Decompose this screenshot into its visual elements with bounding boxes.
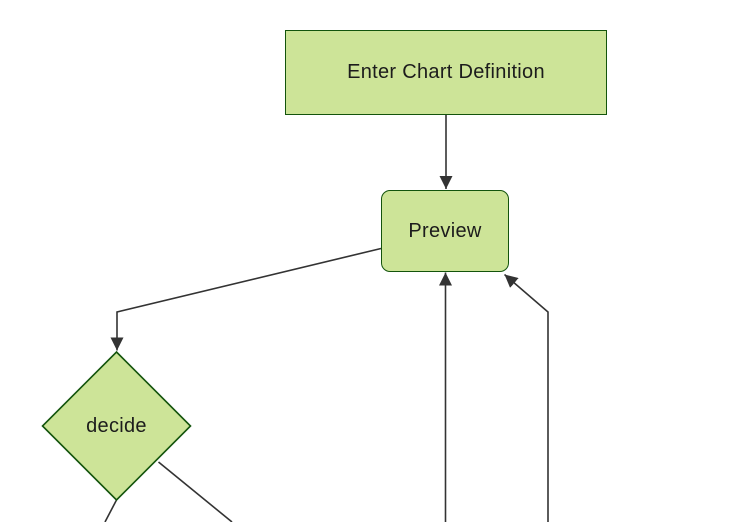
node-decide-label: decide — [86, 414, 147, 437]
edge-bottom-right-to-preview — [503, 273, 549, 522]
node-decide-shape — [41, 350, 192, 502]
edge-preview-to-decide — [110, 247, 382, 351]
node-enter-chart-definition-label: Enter Chart Definition — [347, 61, 545, 83]
node-preview: Preview — [381, 190, 509, 272]
node-decide: decide — [16, 412, 217, 440]
node-enter-chart-definition: Enter Chart Definition — [285, 30, 607, 115]
edge-decide-to-bottom-right — [157, 461, 233, 522]
edge-decide-to-bottom-left — [104, 499, 118, 522]
node-preview-label: Preview — [408, 219, 482, 242]
